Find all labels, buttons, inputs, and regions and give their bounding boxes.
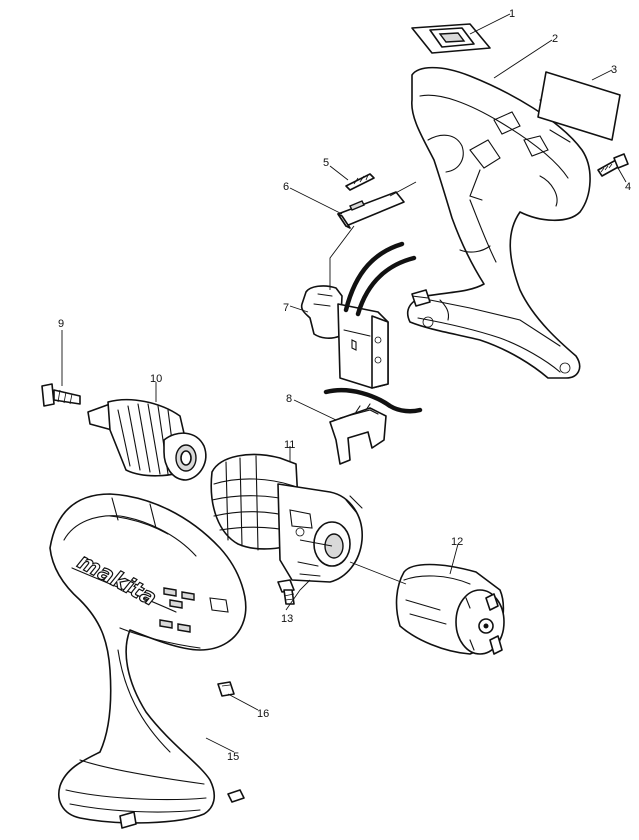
callout-8: 8 [286,393,292,405]
part-7-switch [300,241,423,414]
callout-1: 1 [509,8,515,20]
callout-numbers: 1 2 3 4 5 6 7 8 9 10 11 12 13 15 16 [58,8,631,763]
callout-10: 10 [150,373,162,385]
part-2-housing-set [406,66,591,379]
part-1-slide-plate [411,23,491,54]
callout-5: 5 [323,157,329,169]
callout-9: 9 [58,318,64,330]
part-6-change-lever [337,191,405,229]
part-15-housing-set: makita [49,493,247,829]
callout-11: 11 [284,439,295,451]
callout-6: 6 [283,181,289,193]
callout-2: 2 [552,33,558,45]
callout-16: 16 [257,708,269,720]
part-13-screw [277,579,295,605]
part-5-spring [345,173,375,191]
part-16-pin [217,681,235,697]
part-4-screw [597,153,629,177]
part-10-keyless-chuck [87,398,207,481]
part-8-bracket [329,403,387,465]
part-11-gear-assembly [210,453,363,583]
part-12-dc-motor [395,563,505,655]
callout-13: 13 [281,613,293,625]
callout-3: 3 [611,64,617,76]
callout-15: 15 [227,751,239,763]
callout-4: 4 [625,181,631,193]
part-9-screw [41,383,81,407]
callout-7: 7 [283,302,289,314]
part-3-label [537,71,621,141]
leader-lines [61,13,627,753]
callout-12: 12 [451,536,463,548]
small-pin-near-housing [411,289,431,307]
